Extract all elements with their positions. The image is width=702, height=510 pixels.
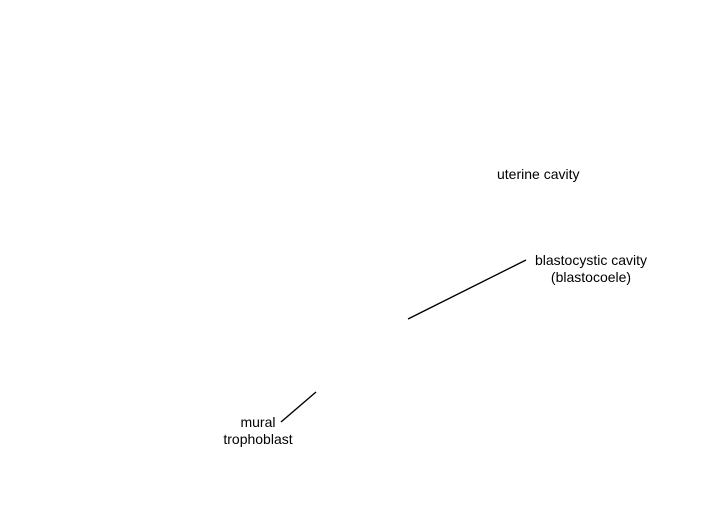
mural-trophoblast-leader-line bbox=[280, 391, 317, 423]
uterine-cavity-label: uterine cavity bbox=[497, 166, 579, 183]
blastocystic-cavity-leader-line bbox=[407, 259, 527, 320]
blastocoele-text: (blastocoele) bbox=[550, 269, 632, 285]
mural-trophoblast-label: mural trophoblast bbox=[218, 414, 298, 448]
uterine-cavity-text: uterine cavity bbox=[497, 166, 580, 182]
blastocystic-cavity-text: blastocystic cavity bbox=[534, 252, 648, 268]
blastocystic-cavity-label: blastocystic cavity (blastocoele) bbox=[532, 252, 650, 286]
mural-text: mural bbox=[240, 414, 276, 430]
trophoblast-text: trophoblast bbox=[223, 431, 293, 447]
